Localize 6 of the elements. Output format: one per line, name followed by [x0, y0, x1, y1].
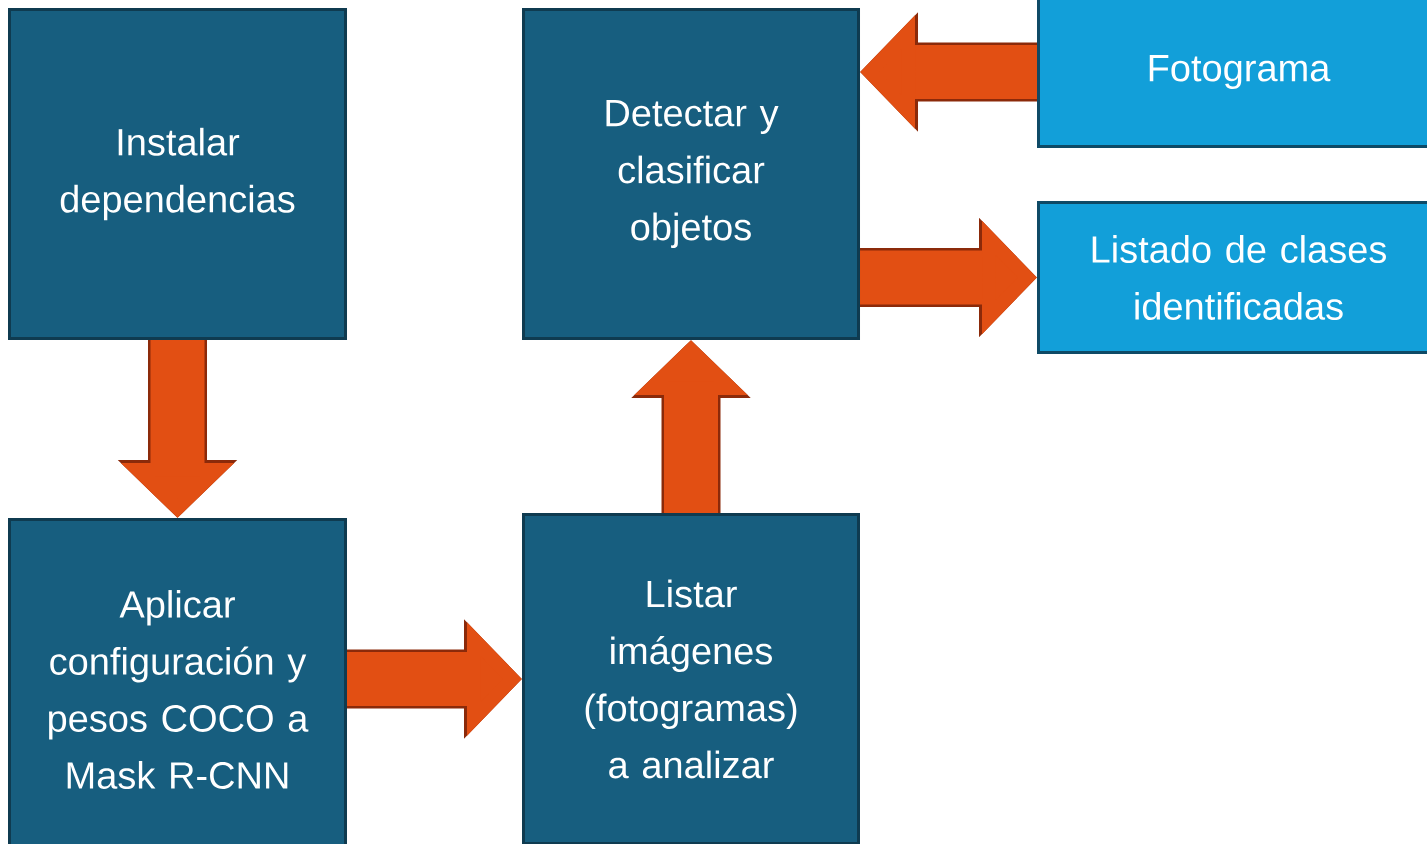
process-box: Listar imágenes (fotogramas) a analizar [522, 513, 860, 844]
process-box: Detectar y clasificar objetos [522, 8, 860, 340]
process-box: Aplicar configuración y pesos COCO a Mask R-CNN [8, 518, 347, 844]
data-box: Fotograma [1037, 0, 1427, 148]
process-box: Instalar dependencias [8, 8, 347, 340]
data-box: Listado de clases identificadas [1037, 201, 1427, 354]
